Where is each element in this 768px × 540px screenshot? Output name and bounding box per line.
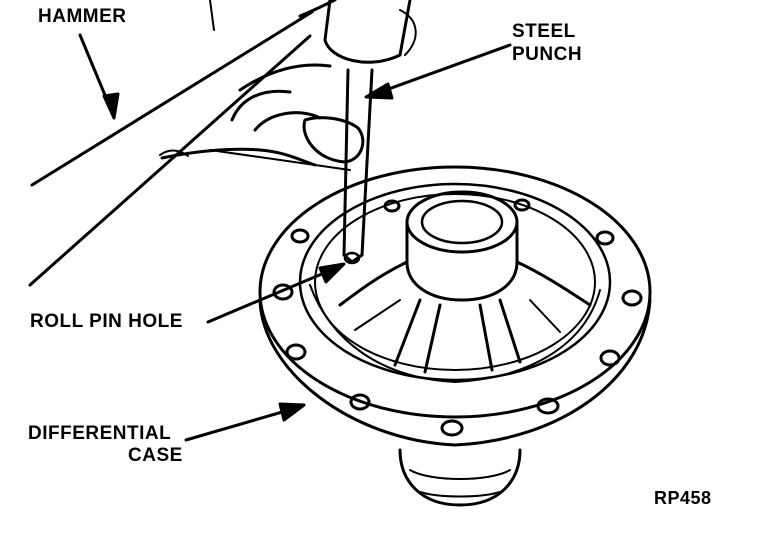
punch-holder-drawing: [323, 0, 417, 64]
differential-case-label-line2: CASE: [128, 445, 183, 466]
steel-punch-label: STEEL PUNCH: [512, 20, 582, 66]
case-ribs: [309, 284, 601, 383]
steel-punch-label-line2: PUNCH: [512, 44, 583, 65]
case-bottom-boss: [398, 448, 522, 507]
roll-pin-hole-mark: [343, 251, 361, 265]
central-hub: [338, 190, 592, 307]
roll-pin-hole-label: ROLL PIN HOLE: [30, 311, 183, 332]
steel-punch-drawing: [342, 68, 374, 264]
hand-drawing: [159, 63, 365, 171]
differential-case-drawing: [258, 165, 652, 507]
differential-case-label: DIFFERENTIAL CASE: [28, 423, 183, 467]
figure-code: RP458: [654, 488, 712, 508]
flange-bolt-holes: [272, 198, 643, 437]
differential-case-label-line1: DIFFERENTIAL: [28, 423, 172, 444]
hammer-label: HAMMER: [38, 6, 127, 27]
leader-arrows: [78, 33, 512, 442]
steel-punch-label-line1: STEEL: [512, 21, 576, 42]
hammer-drawing: [28, 0, 337, 287]
